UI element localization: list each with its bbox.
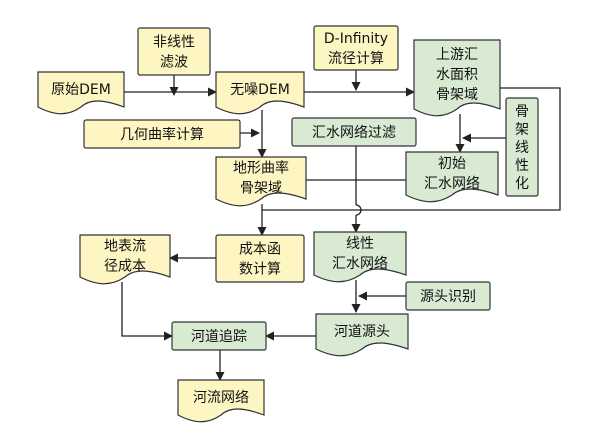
node-dinf: D-Infinity 流径计算 [313,25,399,71]
node-label: 水面积 [436,67,478,83]
connectors [121,70,561,381]
node-label: 流径计算 [328,51,384,67]
node-label: 上游汇 [436,47,478,63]
node-label: 汇水网络 [424,176,480,192]
node-label: 滤波 [160,55,188,71]
node-shape [37,71,125,115]
node-label: 地形曲率 [233,160,289,177]
node-shape [177,379,265,423]
node-shape [215,71,305,115]
node-geo-curvature: 几何曲率计算 [83,119,241,149]
node-label: 架 [515,122,529,138]
node-shape [413,39,501,117]
node-label: 数计算 [239,262,281,278]
node-label: 河道源头 [334,324,390,340]
node-shape [83,119,241,149]
node-label: 河流网络 [193,390,249,406]
node-label: 线性 [346,236,374,252]
node-label: 无噪DEM [230,82,290,98]
node-label: D-Infinity [324,31,388,47]
node-noise-free-dem: 无噪DEM [215,71,305,115]
node-label: 线 [515,140,529,156]
node-flow-filter: 汇水网络过滤 [291,117,417,147]
node-shape [291,117,417,147]
node-label: 汇水网络过滤 [312,125,396,141]
node-shape [405,281,491,311]
node-channel-trace: 河道追踪 [171,321,267,351]
node-river-network: 河流网络 [177,379,265,423]
node-label: 原始DEM [51,82,111,98]
node-label: 源头识别 [420,289,476,305]
node-label: 河道追踪 [191,329,247,345]
node-label: 化 [515,176,529,192]
node-shape [405,151,499,203]
node-source-ident: 源头识别 [405,281,491,311]
node-label: 骨 [515,104,529,120]
node-label: 汇水网络 [332,256,388,272]
node-label: 骨架域 [240,181,282,197]
node-shape [215,156,307,207]
node-label: 非线性 [153,35,195,51]
node-shape [313,25,399,71]
node-label: 径成本 [104,259,146,275]
node-label: 初始 [438,155,466,172]
edge-jumper [355,204,362,216]
node-shape [505,97,539,197]
node-original-dem: 原始DEM [37,71,125,115]
node-channel-source: 河道源头 [315,313,409,357]
node-label: 地表流 [104,239,146,255]
node-shape [137,27,211,76]
node-shape [215,234,305,283]
node-shape [315,313,409,357]
node-shape [79,234,171,285]
node-label: 成本函 [239,242,281,258]
node-shape [313,231,407,283]
node-label: 性 [515,158,529,174]
node-shape [171,321,267,351]
edge-loop-right [262,87,561,211]
node-label: 几何曲率计算 [120,126,204,143]
edge-surface-to-trace [121,282,173,341]
node-label: 骨架域 [436,87,478,103]
